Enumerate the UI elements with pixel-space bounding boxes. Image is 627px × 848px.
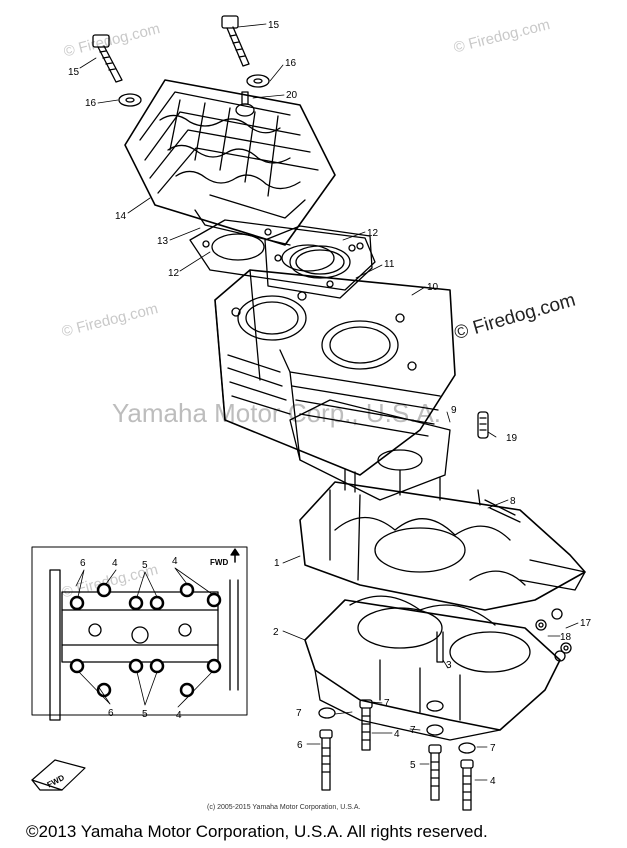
callout-13: 13 (157, 236, 169, 247)
inset-callout: 6 (108, 708, 114, 719)
callout-1: 1 (274, 558, 280, 569)
fwd-arrow-corner (31, 759, 86, 791)
callout-7: 7 (410, 725, 416, 736)
callout-7: 7 (384, 698, 390, 709)
inset-callout: 4 (112, 558, 118, 569)
watermark-brand: Yamaha Motor Corp., U.S.A. (112, 398, 441, 428)
callout-12: 12 (168, 268, 180, 279)
inset-callout: 4 (176, 710, 182, 721)
cylinder-head (124, 79, 336, 246)
callout-10: 10 (427, 282, 439, 293)
callout-20: 20 (286, 90, 298, 101)
callout-11: 11 (384, 259, 395, 270)
corner-fwd-label: FWD (46, 773, 67, 790)
inset-callout: 4 (172, 556, 178, 567)
callout-14: 14 (115, 211, 127, 222)
caption-copyright: ©2013 Yamaha Motor Corporation, U.S.A. A… (26, 822, 488, 841)
callout-4: 4 (490, 776, 496, 787)
callout-5: 5 (410, 760, 416, 771)
cylinder-block (214, 269, 456, 476)
leader-lines (79, 23, 579, 781)
inset-callout: 5 (142, 560, 148, 571)
callout-15: 15 (68, 67, 80, 78)
callout-18: 18 (560, 632, 572, 643)
head-bolt-left (92, 34, 123, 83)
callout-7: 7 (490, 743, 496, 754)
inset-fwd-label: FWD (210, 558, 228, 567)
head-bolt-right (221, 15, 250, 67)
callout-15: 15 (268, 20, 280, 31)
head-gasket (189, 219, 376, 291)
stud (477, 411, 489, 439)
washer (118, 93, 142, 107)
callout-19: 19 (506, 433, 518, 444)
side-screws (535, 608, 572, 662)
callout-7: 7 (296, 708, 302, 719)
upper-crankcase (299, 469, 586, 611)
callout-17: 17 (580, 618, 592, 629)
callout-4: 4 (394, 729, 400, 740)
callout-8: 8 (510, 496, 516, 507)
callout-9: 9 (451, 405, 457, 416)
inset-callout: 6 (80, 558, 86, 569)
base-gasket (289, 399, 451, 501)
callout-16: 16 (285, 58, 297, 69)
inset-callout: 5 (142, 709, 148, 720)
callout-2: 2 (273, 627, 279, 638)
callout-6: 6 (297, 740, 303, 751)
bolt-tightening-inset (31, 546, 248, 721)
crankcase-bolts (318, 699, 476, 811)
dowel-pin (436, 631, 444, 663)
caption-small-copyright: (c) 2005-2015 Yamaha Motor Corporation, … (207, 804, 361, 811)
cylinder-gasket (264, 225, 373, 299)
washer (246, 74, 270, 88)
callout-3: 3 (446, 660, 452, 671)
callout-16: 16 (85, 98, 97, 109)
lower-crankcase (304, 595, 561, 741)
callout-12: 12 (367, 228, 379, 239)
